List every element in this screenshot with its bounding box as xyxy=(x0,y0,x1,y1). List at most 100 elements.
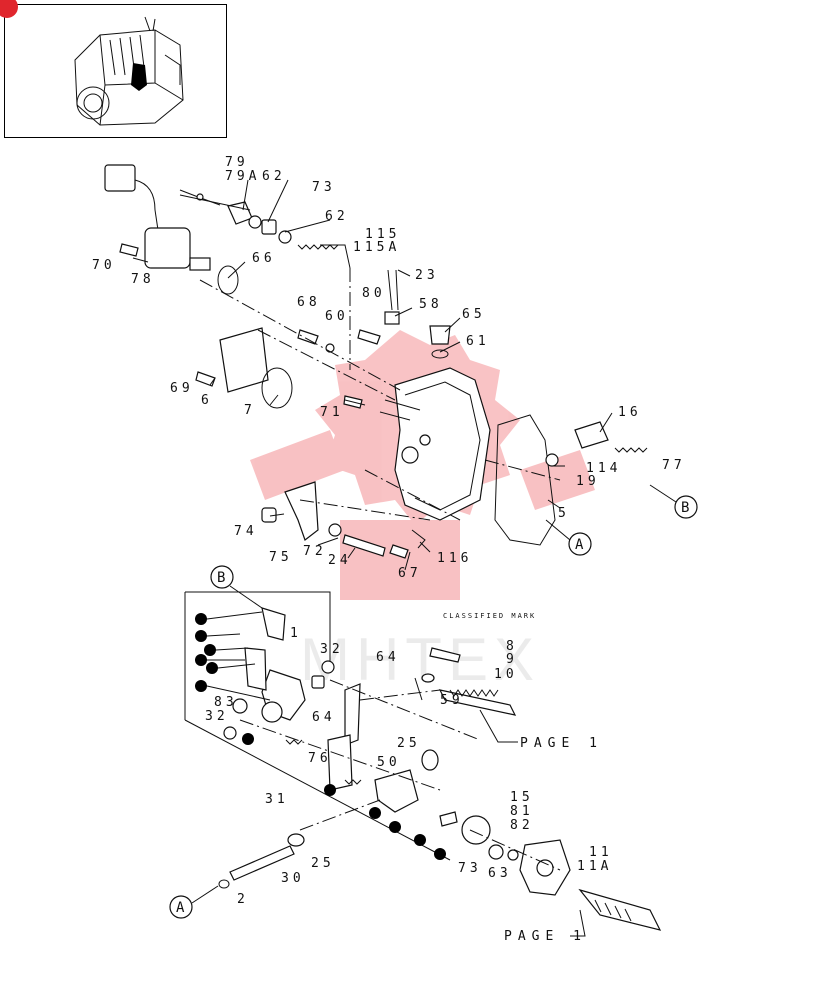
bullet-marker xyxy=(414,834,426,846)
label-10: 10 xyxy=(494,667,518,682)
spring-77 xyxy=(614,447,648,453)
governor-housing xyxy=(379,367,648,546)
seal-7 xyxy=(261,367,293,409)
pin-small xyxy=(439,811,458,827)
solenoid-wire xyxy=(134,179,159,231)
bullet-marker xyxy=(195,613,207,625)
washer-61 xyxy=(431,349,449,359)
label-58: 58 xyxy=(419,297,443,312)
label-79: 79 xyxy=(225,155,249,170)
bullet-markers xyxy=(195,613,446,860)
o-ring-2 xyxy=(218,879,230,889)
label-64: 64 xyxy=(376,650,400,665)
nut-73 xyxy=(261,219,277,235)
label-72: 72 xyxy=(303,544,327,559)
label-6: 6 xyxy=(201,393,213,408)
washer-62b xyxy=(278,230,292,244)
callout-a-lower-label: A xyxy=(176,900,185,916)
label-31: 31 xyxy=(265,792,289,807)
washer-32b xyxy=(223,726,237,740)
washer-25b xyxy=(287,833,305,847)
label-9: 9 xyxy=(506,652,518,667)
o-ring-66 xyxy=(217,265,239,295)
gasket-5 xyxy=(494,414,556,546)
bolt-70 xyxy=(119,243,139,257)
leader-lines-upper xyxy=(132,179,613,571)
dash-dot-lines-upper xyxy=(199,268,561,521)
bolt-68 xyxy=(297,329,319,345)
washer-63 xyxy=(507,849,519,861)
part-number-labels: 79 79A 62 73 62 115 115A 70 78 66 23 80 … xyxy=(92,155,686,944)
label-25: 25 xyxy=(397,736,421,751)
connector-plug xyxy=(104,164,136,192)
shaft-16 xyxy=(574,421,609,449)
solenoid-body xyxy=(144,227,191,269)
callout-a-upper xyxy=(568,532,592,556)
bullet-marker xyxy=(204,644,216,656)
nut-72 xyxy=(328,523,342,537)
bullet-marker xyxy=(389,821,401,833)
label-8: 8 xyxy=(506,639,518,654)
bolt-80 xyxy=(357,329,381,345)
label-65: 65 xyxy=(462,307,486,322)
spring-rod xyxy=(449,689,499,697)
label-71: 71 xyxy=(320,405,344,420)
label-66: 66 xyxy=(252,251,276,266)
bolt-67 xyxy=(389,544,409,559)
washer-32a xyxy=(321,660,335,674)
bracket-frame xyxy=(184,591,331,720)
label-1: 1 xyxy=(290,626,302,641)
label-5: 5 xyxy=(558,506,570,521)
page-ref-lower: PAGE 1 xyxy=(504,929,587,944)
label-73: 73 xyxy=(312,180,336,195)
label-23: 23 xyxy=(415,268,439,283)
spring-lower xyxy=(344,779,362,785)
bullet-marker xyxy=(195,654,207,666)
lever-64 xyxy=(344,683,361,746)
bullet-marker xyxy=(206,662,218,674)
callout-circles: A B B A xyxy=(169,484,698,919)
label-82: 82 xyxy=(510,818,534,833)
boss-15 xyxy=(461,815,491,845)
spring-115 xyxy=(297,244,339,250)
spring-76 xyxy=(285,739,303,745)
lever-64b xyxy=(414,677,423,701)
bracket-75 xyxy=(284,481,319,541)
washer-60 xyxy=(325,343,335,353)
label-79a: 79A xyxy=(225,169,260,184)
o-ring-19 xyxy=(545,453,559,467)
label-78: 78 xyxy=(131,272,155,287)
label-77: 77 xyxy=(662,458,686,473)
label-114: 114 xyxy=(586,461,621,476)
plate-6 xyxy=(219,327,269,393)
page-ref-upper: PAGE 1 xyxy=(520,736,603,751)
label-83: 83 xyxy=(214,695,238,710)
shaft-30 xyxy=(229,845,295,881)
label-32: 32 xyxy=(205,709,229,724)
label-115a: 115A xyxy=(353,240,400,255)
label-30: 30 xyxy=(281,871,305,886)
lever-1 xyxy=(261,607,286,641)
label-32: 32 xyxy=(320,642,344,657)
lever-50 xyxy=(374,769,419,813)
label-50: 50 xyxy=(377,755,401,770)
label-61: 61 xyxy=(466,334,490,349)
label-115: 115 xyxy=(365,227,400,242)
classified-mark-label: CLASSIFIED MARK xyxy=(443,612,536,620)
label-73: 73 xyxy=(458,861,482,876)
label-116: 116 xyxy=(437,551,472,566)
bolt-24 xyxy=(342,534,386,557)
page-ref-leader-upper xyxy=(479,709,518,743)
solenoid-assembly xyxy=(104,164,339,295)
lever-bracket-group xyxy=(261,481,426,559)
cover-plate-group xyxy=(195,269,451,409)
bolt-69 xyxy=(195,371,216,387)
label-2: 2 xyxy=(237,892,249,907)
bullet-marker xyxy=(242,733,254,745)
fitting-79 xyxy=(227,201,253,225)
nut-73b xyxy=(488,844,504,860)
label-68: 68 xyxy=(297,295,321,310)
label-15: 15 xyxy=(510,790,534,805)
label-11a: 11A xyxy=(577,859,612,874)
